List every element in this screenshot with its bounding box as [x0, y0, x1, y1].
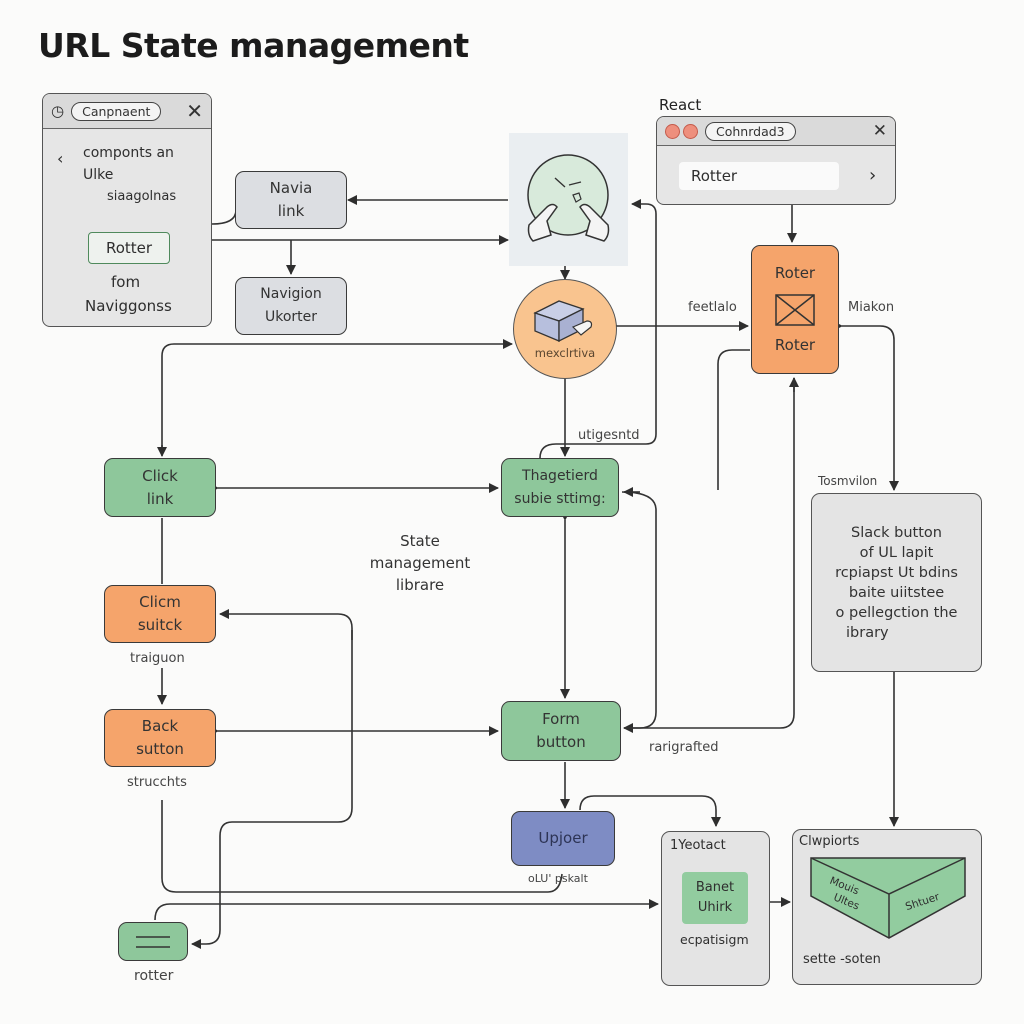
edge-rarigrafted — [624, 377, 799, 729]
nav-link-line2: link — [277, 202, 305, 220]
component-window-titlebar: ◷ Canpnaent ✕ — [43, 94, 211, 129]
react-window: Cohnrdad3 ✕ Rotter › — [656, 116, 896, 205]
window-dot-icon[interactable] — [665, 123, 680, 139]
rotter-node[interactable] — [118, 922, 188, 961]
back-button-line2: sutton — [136, 740, 184, 758]
edge-clicklink-box — [161, 339, 513, 455]
nav-link-node[interactable]: Navia link — [235, 171, 347, 229]
slack-button-panel[interactable]: Slack button of UL lapit rcpiapst Ut bdi… — [811, 493, 982, 672]
components-panel-title: Clwpiorts — [799, 834, 860, 849]
react-panel[interactable]: 1Yeotact Banet Uhirk ecpatisigm — [661, 831, 770, 986]
edge-label-utigesntd: utigesntd — [578, 428, 640, 443]
edge-strucchts — [161, 800, 563, 893]
click-link-node[interactable]: Click link — [104, 458, 216, 517]
edge-panel-navlink — [211, 209, 237, 225]
router-node-top: Roter — [774, 264, 816, 282]
triggered-state-node[interactable]: Thagetierd subie sttimg: — [501, 458, 619, 517]
react-panel-title: 1Yeotact — [670, 838, 726, 853]
triggered-line2: subie sttimg: — [514, 490, 606, 507]
component-text-2: Ulke — [83, 167, 114, 183]
navigation-router-line2: Ukorter — [264, 309, 318, 325]
state-library-line3: librare — [395, 576, 445, 594]
envelope-icon — [775, 293, 815, 326]
edge-label-miakon: Miakon — [848, 300, 895, 315]
updater-label: Upjoer — [538, 829, 588, 847]
react-heading: React — [659, 96, 702, 114]
router-field[interactable]: Rotter — [679, 162, 839, 190]
back-button-line1: Back — [141, 717, 179, 735]
react-panel-inner-line2: Uhirk — [697, 900, 733, 915]
page-title: URL State management — [38, 26, 469, 65]
back-button-node[interactable]: Back sutton — [104, 709, 216, 767]
router-node[interactable]: Roter Roter — [751, 245, 839, 374]
edge-loop-long — [191, 630, 353, 949]
close-icon[interactable]: ✕ — [186, 99, 203, 123]
state-library-line1: State — [400, 532, 440, 550]
share-icon: ‹ — [57, 149, 64, 168]
navigation-router-node[interactable]: Navigion Ukorter — [235, 277, 347, 335]
router-field-value: Rotter — [691, 167, 738, 185]
touch-gesture-icon — [527, 154, 610, 242]
react-tab[interactable]: Cohnrdad3 — [705, 121, 796, 141]
box-node-label: mexclrtiva — [534, 346, 596, 360]
triggered-line1: Thagetierd — [522, 467, 598, 484]
form-button-line1: Form — [542, 710, 580, 728]
edge-loop-clickswitch — [219, 609, 353, 640]
edge-router-drop — [717, 349, 750, 490]
click-link-line1: Click — [142, 466, 178, 485]
click-switch-line1: Clicm — [139, 593, 181, 611]
components-panel-footer: sette -soten — [803, 952, 881, 967]
form-button-node[interactable]: Form button — [501, 701, 621, 761]
window-dot-icon[interactable] — [683, 123, 698, 139]
state-library-label: State management librare — [360, 530, 480, 596]
navigation-router-line1: Navigion — [260, 286, 322, 302]
component-footer-1: fom — [111, 273, 141, 291]
edge-label-feetlalo: feetlalo — [688, 300, 737, 315]
react-panel-inner-line1: Banet — [695, 880, 735, 895]
edge-label-strucchts: strucchts — [127, 775, 187, 790]
rotter-node-label: rotter — [134, 968, 174, 984]
edge-label-tosmvilon: Tosmvilon — [818, 474, 878, 488]
edge-rotter-react — [154, 899, 659, 921]
component-tab[interactable]: Canpnaent — [71, 101, 162, 121]
react-panel-footer: ecpatisigm — [680, 932, 749, 947]
menu-lines-icon — [136, 935, 170, 948]
react-window-titlebar: Cohnrdad3 ✕ — [657, 117, 895, 146]
updater-node[interactable]: Upjoer — [511, 811, 615, 866]
clock-icon: ◷ — [51, 102, 65, 120]
router-node-bottom: Roter — [774, 336, 816, 354]
edge-triggered-form-loop — [621, 491, 657, 733]
component-window-body: ‹ componts an Ulke siaagolnas Rotter fom… — [43, 129, 211, 326]
router-button[interactable]: Rotter — [88, 232, 170, 264]
react-panel-inner[interactable]: Banet Uhirk — [682, 872, 748, 924]
box-node[interactable]: mexclrtiva — [513, 279, 617, 379]
nav-link-line1: Navia — [269, 179, 313, 197]
click-switch-line2: suitck — [137, 616, 183, 634]
component-footer-2: Naviggonss — [85, 297, 172, 315]
edge-label-oul-pskalt: oLU' pskalt — [528, 872, 588, 885]
form-button-line2: button — [536, 733, 586, 751]
prism-icon — [810, 857, 966, 939]
package-icon — [533, 300, 593, 343]
edge-label-rarigrafted: rarigrafted — [649, 740, 719, 755]
click-switch-node[interactable]: Clicm suitck — [104, 585, 216, 643]
slack-line4: baite uiitstee — [848, 584, 945, 601]
slack-line2: of UL lapit — [859, 544, 934, 561]
chevron-right-icon[interactable]: › — [869, 165, 877, 186]
router-button-label: Rotter — [105, 239, 153, 257]
component-text-1: componts an — [83, 145, 174, 161]
state-library-line2: management — [369, 554, 471, 572]
edge-label-traiguon: traiguon — [130, 651, 185, 666]
gesture-card — [509, 133, 628, 266]
component-text-3: siaagolnas — [107, 189, 177, 204]
slack-line5: o pellegction the — [835, 604, 958, 621]
click-link-line2: link — [146, 489, 174, 508]
component-window: ◷ Canpnaent ✕ ‹ componts an Ulke siaagol… — [42, 93, 212, 327]
slack-line1: Slack button — [851, 524, 942, 541]
slack-line3: rcpiapst Ut bdins — [835, 564, 958, 581]
edge-miakon — [829, 319, 899, 491]
components-panel[interactable]: Clwpiorts Mouis Ultes Shtuer sette -sote… — [792, 829, 982, 985]
slack-line6: ibrary — [846, 624, 889, 641]
close-icon[interactable]: ✕ — [872, 121, 887, 141]
